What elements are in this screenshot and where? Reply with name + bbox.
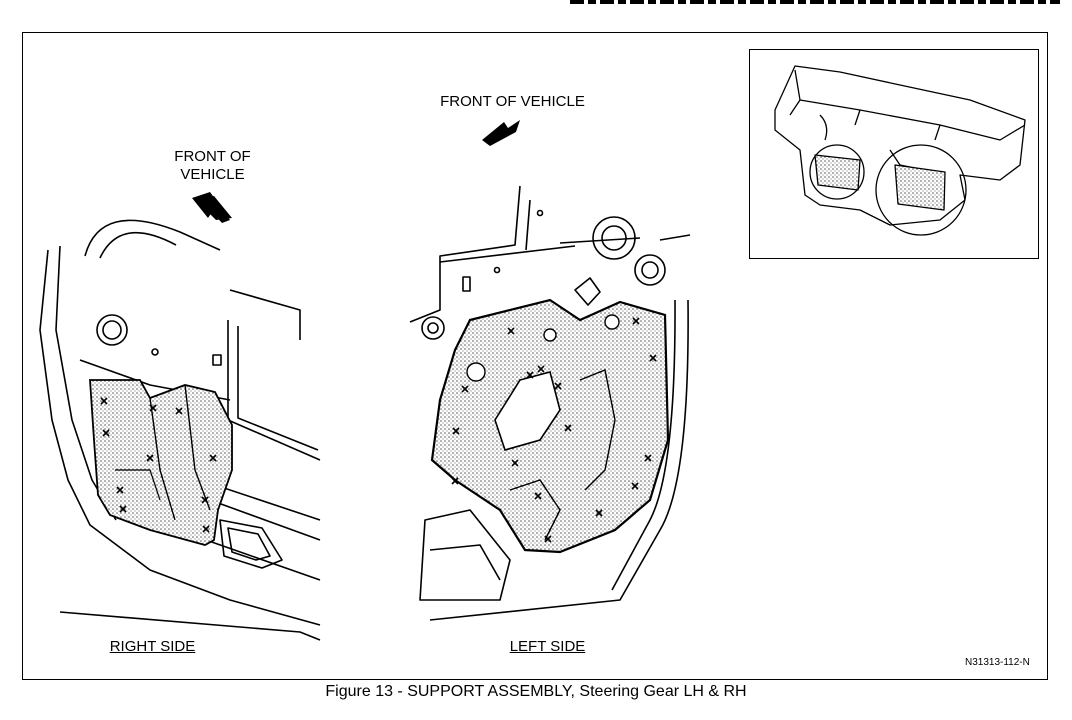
front-of-vehicle-label-center: FRONT OF VEHICLE xyxy=(440,93,585,110)
front-of-vehicle-line-2: VEHICLE xyxy=(180,166,245,183)
inset-panel xyxy=(749,49,1039,259)
right-support-assembly xyxy=(89,379,233,546)
right-side-label: RIGHT SIDE xyxy=(109,638,196,655)
figure-code: N31313-112-N xyxy=(965,657,1030,668)
left-support-assembly xyxy=(430,298,670,554)
header-bar xyxy=(570,0,1060,4)
left-side-label: LEFT SIDE xyxy=(509,638,586,655)
left-side-diagram xyxy=(409,185,691,621)
front-of-vehicle-line-1: FRONT OF xyxy=(174,148,251,165)
figure-caption: Figure 13 - SUPPORT ASSEMBLY, Steering G… xyxy=(325,683,747,700)
front-arrow-icon xyxy=(482,120,520,146)
front-arrow-icon xyxy=(192,192,232,223)
figure-frame xyxy=(22,32,1048,680)
front-of-vehicle-label-left: FRONT OF VEHICLE xyxy=(150,148,275,184)
right-side-diagram xyxy=(39,219,321,641)
inset-diagram xyxy=(774,65,1026,236)
